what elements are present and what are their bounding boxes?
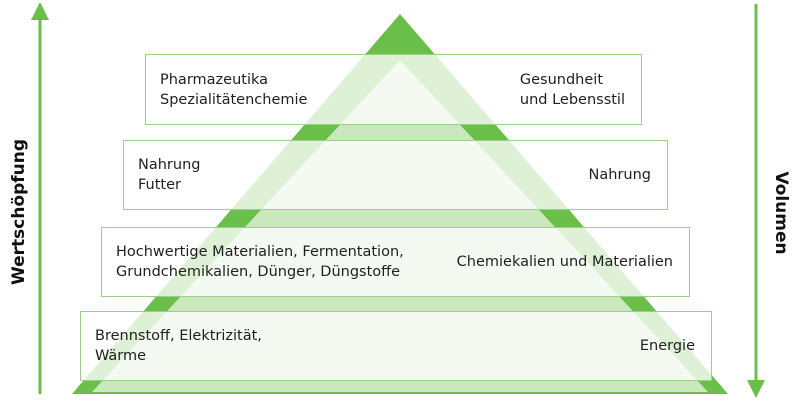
tier-materials-product-line: Grundchemikalien, Dünger, Düngstoffe: [116, 264, 401, 280]
tier-materials: Hochwertige Materialien, Fermentation, G…: [101, 227, 690, 297]
tier-food-sector-line: Nahrung: [588, 167, 651, 183]
tier-energy: Brennstoff, Elektrizität, Wärme Energie: [80, 311, 712, 381]
tier-food-product-line: Nahrung: [138, 157, 201, 173]
tier-food-product-line: Futter: [138, 177, 181, 193]
pyramid-inner: [92, 60, 708, 392]
volume-axis-label: Volumen: [771, 171, 791, 255]
tier-health: Pharmazeutika Spezialitätenchemie Gesund…: [145, 54, 642, 125]
tier-energy-sector: Energie: [640, 336, 695, 356]
tier-materials-sector: Chemiekalien und Materialien: [457, 252, 673, 272]
volume-axis-arrowhead: [747, 380, 765, 398]
value-axis-arrowhead: [31, 2, 49, 20]
tier-health-products: Pharmazeutika Spezialitätenchemie: [160, 70, 307, 110]
tier-materials-sector-line: Chemiekalien und Materialien: [456, 254, 673, 270]
tier-energy-product-line: Wärme: [95, 348, 147, 364]
value-axis-label: Wertschöpfung: [9, 138, 29, 286]
tier-energy-products: Brennstoff, Elektrizität, Wärme: [95, 326, 262, 366]
tier-health-sector-line: Gesundheit: [519, 71, 604, 88]
tier-food-sector: Nahrung: [589, 165, 651, 185]
tier-energy-product-line: Brennstoff, Elektrizität,: [95, 328, 262, 344]
tier-health-product-line: Pharmazeutika: [160, 71, 268, 88]
tier-food-products: Nahrung Futter: [138, 155, 200, 195]
tier-health-sector-line: und Lebensstil: [519, 91, 625, 108]
tier-materials-products: Hochwertige Materialien, Fermentation, G…: [116, 242, 404, 282]
tier-health-product-line: Spezialitätenchemie: [160, 91, 308, 108]
tier-materials-product-line: Hochwertige Materialien, Fermentation,: [116, 244, 404, 260]
tier-food: Nahrung Futter Nahrung: [123, 140, 668, 210]
tier-health-sector: Gesundheit und Lebensstil: [520, 70, 625, 110]
tier-energy-sector-line: Energie: [639, 338, 695, 354]
